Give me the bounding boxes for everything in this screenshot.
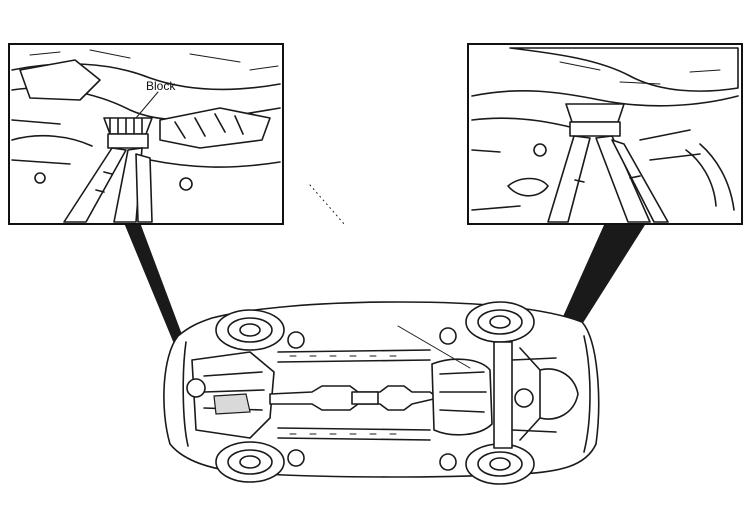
block-callout-label: Block (146, 79, 176, 93)
right-inset-drawing (471, 47, 739, 223)
jack-point-marker (186, 378, 206, 398)
fuel-tank (431, 358, 493, 436)
rear-left-wheel (465, 301, 535, 343)
rear-right-wheel (465, 443, 535, 485)
jack-point-marker (287, 331, 305, 349)
left-inset-drawing (11, 49, 281, 223)
jack-point-marker (439, 453, 457, 471)
front-left-wheel (215, 309, 285, 351)
right-inset (467, 43, 743, 225)
jack-point-marker (439, 327, 457, 345)
block-callout-leader (135, 91, 159, 119)
faint-mark (309, 184, 346, 226)
jack-point-marker (514, 388, 534, 408)
car-underbody (163, 301, 600, 485)
left-inset: Block (8, 43, 284, 225)
jack-point-marker (287, 449, 305, 467)
front-right-wheel (215, 441, 285, 483)
